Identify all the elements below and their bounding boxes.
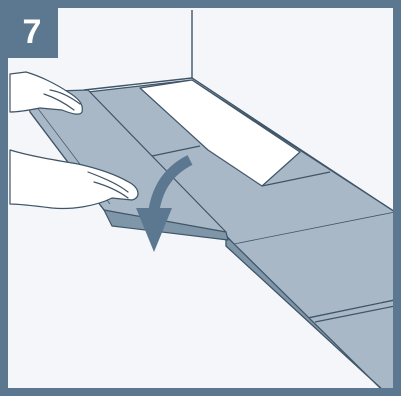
curved-arrow-down-icon: [136, 155, 193, 252]
step-badge-background: [6, 6, 58, 58]
plank-being-installed: [23, 89, 229, 241]
installed-floor-planks: [87, 79, 396, 393]
hands-icon: [9, 71, 139, 210]
